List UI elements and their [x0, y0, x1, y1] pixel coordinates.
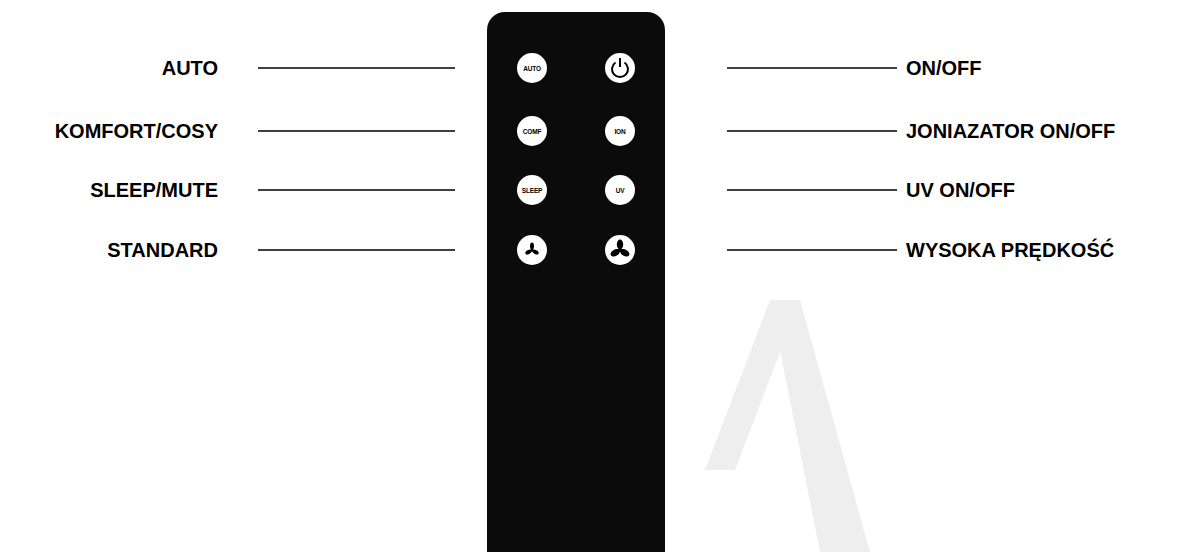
leader-line — [727, 67, 897, 69]
power-button — [605, 53, 635, 83]
remote-button: AUTO — [517, 53, 547, 83]
leader-lines — [258, 68, 897, 250]
remote-button: COMF — [517, 116, 547, 146]
watermark-stroke — [770, 300, 870, 552]
remote-button: SLEEP — [517, 175, 547, 205]
remote-body — [487, 12, 665, 552]
function-label: JONIAZATOR ON/OFF — [906, 119, 1115, 143]
fan-button-high — [605, 235, 635, 265]
button-text: AUTO — [523, 65, 541, 72]
leader-line — [258, 189, 455, 191]
watermark — [705, 300, 870, 552]
function-label: AUTO — [0, 56, 218, 80]
leader-line — [258, 249, 455, 251]
fan-button-standard — [517, 235, 547, 265]
function-label: ON/OFF — [906, 56, 982, 80]
function-label: WYSOKA PRĘDKOŚĆ — [906, 238, 1114, 262]
function-label: UV ON/OFF — [906, 178, 1015, 202]
remote-button: ION — [605, 116, 635, 146]
leader-line — [727, 130, 897, 132]
button-text: ION — [615, 128, 626, 135]
function-label: KOMFORT/COSY — [0, 119, 218, 143]
function-label: SLEEP/MUTE — [0, 178, 218, 202]
leader-line — [727, 249, 897, 251]
function-label: STANDARD — [0, 238, 218, 262]
leader-line — [258, 67, 455, 69]
button-text: COMF — [523, 128, 541, 135]
remote-button: UV — [605, 175, 635, 205]
leader-line — [727, 189, 897, 191]
leader-line — [258, 130, 455, 132]
button-text: UV — [616, 187, 625, 194]
button-text: SLEEP — [522, 187, 542, 194]
